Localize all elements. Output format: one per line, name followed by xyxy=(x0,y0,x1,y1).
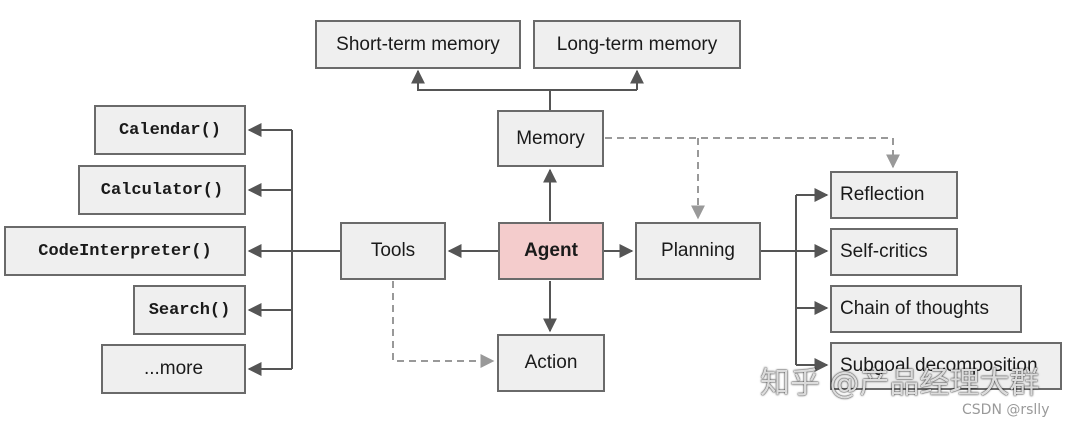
subgoal-decomposition-node: Subgoal decomposition xyxy=(830,342,1062,390)
tools-node: Tools xyxy=(340,222,446,280)
agent-node: Agent xyxy=(498,222,604,280)
self-critics-node: Self-critics xyxy=(830,228,958,276)
edge-tools-action-dashed xyxy=(392,281,495,368)
calendar-tool-node: Calendar() xyxy=(94,105,246,155)
chain-of-thoughts-node: Chain of thoughts xyxy=(830,285,1022,333)
long-term-memory-node: Long-term memory xyxy=(533,20,741,69)
short-term-memory-node: Short-term memory xyxy=(315,20,521,69)
reflection-node: Reflection xyxy=(830,171,958,219)
code-interpreter-tool-node: CodeInterpreter() xyxy=(4,226,246,276)
edge-memory-split xyxy=(411,69,551,110)
planning-node: Planning xyxy=(635,222,761,280)
memory-node: Memory xyxy=(497,110,604,167)
calculator-tool-node: Calculator() xyxy=(78,165,246,215)
action-node: Action xyxy=(497,334,605,392)
search-tool-node: Search() xyxy=(133,285,246,335)
more-tools-node: ...more xyxy=(101,344,246,394)
watermark-zhihu: 知乎 @产品经理大群 xyxy=(760,366,1040,401)
watermark-csdn: CSDN @rslly xyxy=(962,402,1050,418)
